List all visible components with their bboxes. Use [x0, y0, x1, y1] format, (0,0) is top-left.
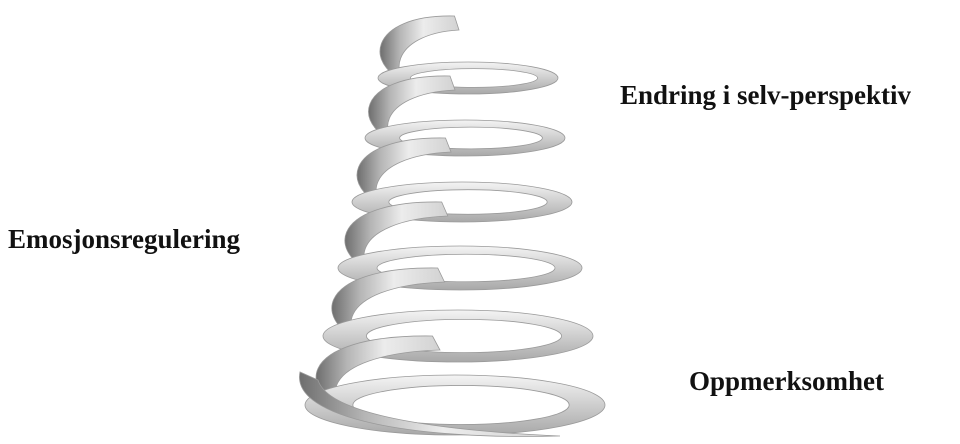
label-oppmerksomhet: Oppmerksomhet [689, 368, 884, 395]
spiral-coils [299, 16, 605, 437]
label-emosjonsregulering: Emosjonsregulering [8, 226, 240, 253]
spiral-ring-6 [305, 375, 605, 435]
label-endring-i-selv-perspektiv: Endring i selv-perspektiv [620, 82, 911, 109]
